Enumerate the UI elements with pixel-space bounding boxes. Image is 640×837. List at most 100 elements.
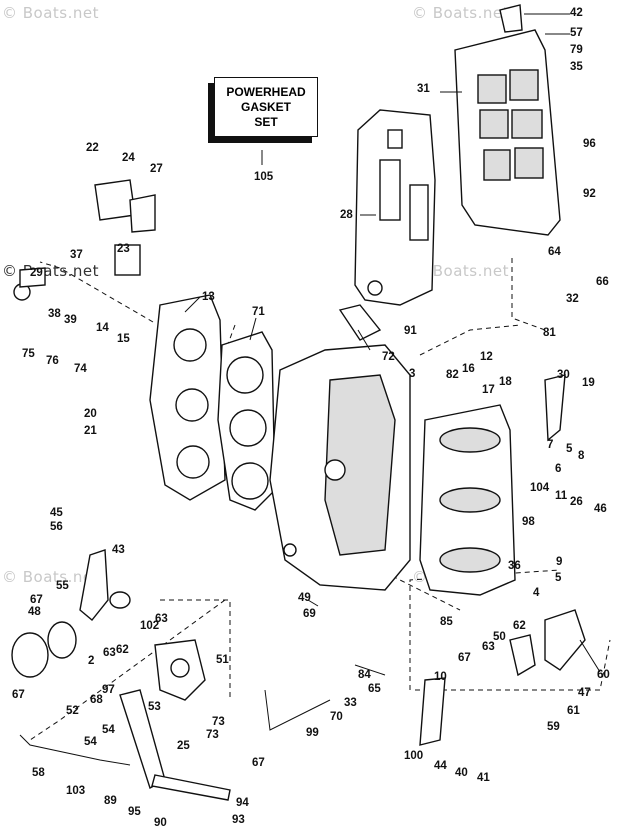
callout-90: 90 [154, 817, 167, 829]
callout-84: 84 [358, 669, 371, 681]
callout-11: 11 [555, 490, 568, 502]
callout-100: 100 [404, 750, 423, 762]
callout-71: 71 [252, 306, 265, 318]
callout-18: 18 [499, 376, 512, 388]
callout-63: 63 [155, 613, 168, 625]
callout-4: 4 [533, 587, 540, 599]
callout-73: 73 [212, 716, 225, 728]
callout-79: 79 [570, 44, 583, 56]
callout-95: 95 [128, 806, 141, 818]
watermark-top-right: © Boats.net [412, 4, 510, 22]
watermark-middle-right: © Boats.net [412, 262, 510, 280]
callout-49: 49 [298, 592, 311, 604]
callout-6: 6 [555, 463, 561, 475]
callout-29: 29 [30, 267, 43, 279]
exhaust-cover-gasket [354, 109, 436, 306]
callout-30: 30 [557, 369, 570, 381]
callout-16: 16 [462, 363, 475, 375]
callout-38: 38 [48, 308, 61, 320]
callout-37: 37 [70, 249, 83, 261]
powerhead-gasket-set-box: POWERHEAD GASKET SET [214, 77, 318, 137]
callout-73: 73 [206, 729, 219, 741]
callout-50: 50 [493, 631, 506, 643]
callout-103: 103 [66, 785, 85, 797]
callout-25: 25 [177, 740, 190, 752]
callout-46: 46 [594, 503, 607, 515]
leader-lines [184, 13, 601, 676]
crankcase [419, 404, 516, 596]
callout-62: 62 [513, 620, 526, 632]
callout-59: 59 [547, 721, 560, 733]
callout-75: 75 [22, 348, 35, 360]
callout-48: 48 [28, 606, 41, 618]
callout-32: 32 [566, 293, 579, 305]
callout-26: 26 [570, 496, 583, 508]
part-callouts: 1054257793531969228646632812224272337293… [12, 7, 610, 829]
callout-28: 28 [340, 209, 353, 221]
callout-74: 74 [74, 363, 87, 375]
callout-67: 67 [252, 757, 265, 769]
callout-99: 99 [306, 727, 319, 739]
callout-63: 63 [103, 647, 116, 659]
cylinder-block [269, 344, 411, 591]
callout-36: 36 [508, 560, 521, 572]
callout-96: 96 [583, 138, 596, 150]
callout-17: 17 [482, 384, 495, 396]
callout-31: 31 [417, 83, 430, 95]
callout-41: 41 [477, 772, 490, 784]
callout-7: 7 [547, 439, 553, 451]
callout-45: 45 [50, 507, 63, 519]
callout-56: 56 [50, 521, 63, 533]
callout-76: 76 [46, 355, 59, 367]
callout-5: 5 [566, 443, 573, 455]
callout-40: 40 [455, 767, 468, 779]
exhaust-cover-plate [454, 29, 561, 236]
kit-label-line1: POWERHEAD [226, 85, 306, 99]
callout-53: 53 [148, 701, 161, 713]
callout-54: 54 [84, 736, 97, 748]
callout-13: 13 [202, 291, 215, 303]
callout-21: 21 [84, 425, 97, 437]
callout-63: 63 [482, 641, 495, 653]
callout-62: 62 [116, 644, 129, 656]
callout-97: 97 [102, 684, 115, 696]
callout-35: 35 [570, 61, 583, 73]
callout-52: 52 [66, 705, 79, 717]
callout-68: 68 [90, 694, 103, 706]
callout-5: 5 [555, 572, 562, 584]
callout-9: 9 [556, 556, 562, 568]
callout-67: 67 [30, 594, 43, 606]
callout-89: 89 [104, 795, 117, 807]
callout-51: 51 [216, 654, 229, 666]
callout-102: 102 [140, 620, 159, 632]
callout-65: 65 [368, 683, 381, 695]
callout-47: 47 [578, 687, 591, 699]
callout-15: 15 [117, 333, 130, 345]
head-gasket [217, 331, 276, 511]
kit-label-line2: GASKET [240, 100, 291, 114]
cylinder-head [149, 294, 226, 501]
right-side-small-parts [13, 4, 586, 746]
callout-20: 20 [84, 408, 97, 420]
throttle-linkage-parts [11, 549, 331, 801]
callout-3: 3 [409, 368, 415, 380]
callout-14: 14 [96, 322, 109, 334]
callout-104: 104 [530, 482, 550, 494]
watermark-top-left: © Boats.net [2, 4, 100, 22]
callout-72: 72 [382, 351, 395, 363]
callout-8: 8 [578, 450, 585, 462]
callout-42: 42 [570, 7, 583, 19]
callout-94: 94 [236, 797, 249, 809]
callout-33: 33 [344, 697, 357, 709]
callout-12: 12 [480, 351, 493, 363]
callout-55: 55 [56, 580, 69, 592]
callout-23: 23 [117, 243, 130, 255]
callout-10: 10 [434, 671, 447, 683]
callout-27: 27 [150, 163, 163, 175]
callout-82: 82 [446, 369, 459, 381]
callout-54: 54 [102, 724, 115, 736]
callout-66: 66 [596, 276, 609, 288]
callout-67: 67 [12, 689, 25, 701]
callout-69: 69 [303, 608, 316, 620]
